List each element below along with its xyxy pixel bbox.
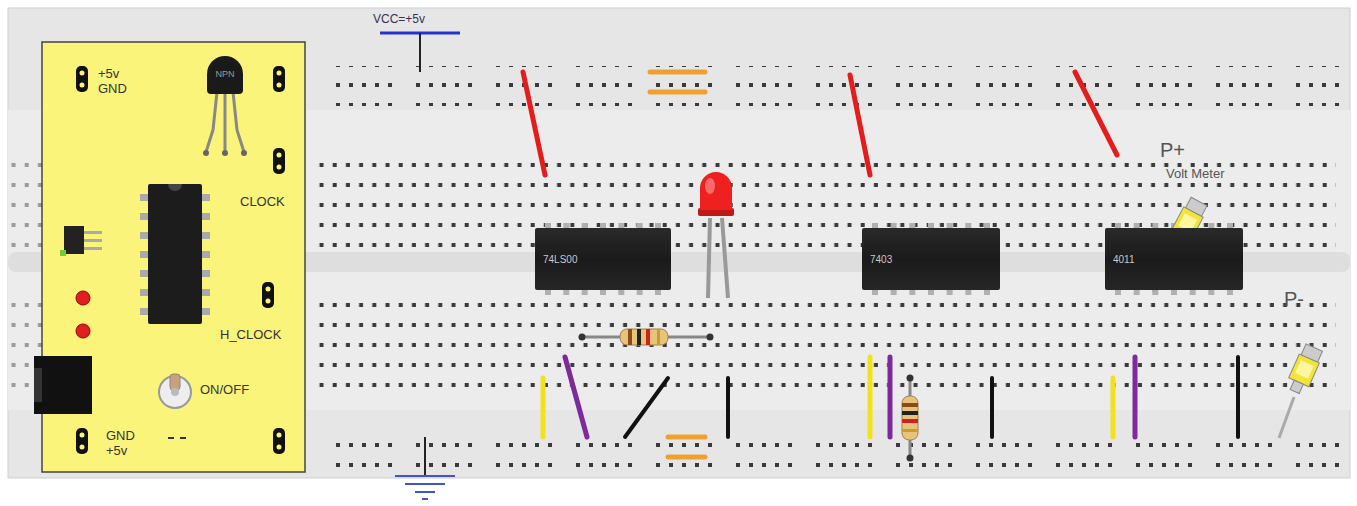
input-wire [543,357,1113,437]
ic-chip: 7403 [862,228,1000,290]
transistor-legs [206,92,244,152]
chip-part-number: 4011 [1113,254,1135,265]
indicator-led [76,291,90,305]
input-wire [565,357,1135,437]
breadboard [8,8,1350,478]
power-rail-holes [330,66,1340,106]
instrument-label: Volt Meter [1166,167,1225,181]
vcc-wire [419,33,421,72]
ground-rail-holes [330,430,1340,470]
switch-label: ON/OFF [200,383,249,397]
signal-name: H_CLOCK [220,328,281,342]
resistor [579,329,714,345]
signal-name: CLOCK [240,195,285,209]
header-pin-holes [80,71,282,450]
terminal-holes-bottom [316,290,1336,390]
transistor-type: NPN [215,70,234,80]
resistor [902,375,918,462]
ic-chip: 74LS00 [535,228,671,290]
ground-symbol [395,476,455,499]
pin-name: +5v [98,67,119,81]
transistor-pads [203,150,247,156]
supply-label: VCC=+5v [373,13,425,26]
module-ic [140,184,210,324]
chip-part-number: 74LS00 [543,254,577,265]
vcc-wire [523,72,1117,175]
ic-chip: 4011 [1105,228,1243,290]
probe-label: P+ [1160,139,1185,161]
ground-wire [625,357,1238,437]
terminal-holes-left [8,150,42,250]
chip-part-number: 7403 [870,254,892,265]
indicator-led [76,324,90,338]
voltmeter-probe-negative [1279,343,1324,438]
voltage-regulator [60,226,102,256]
pin-name: GND [98,82,127,96]
header-pins [76,66,285,454]
probe-label: P- [1284,288,1304,310]
pin-name: GND [106,429,135,443]
ground-wire [424,437,426,476]
pin-name: +5v [106,444,127,458]
dc-jack [34,356,92,414]
toggle-switch [159,374,191,438]
led [698,172,734,298]
transistor-body: NPN [207,56,243,94]
dc-jack-opening [34,368,42,402]
